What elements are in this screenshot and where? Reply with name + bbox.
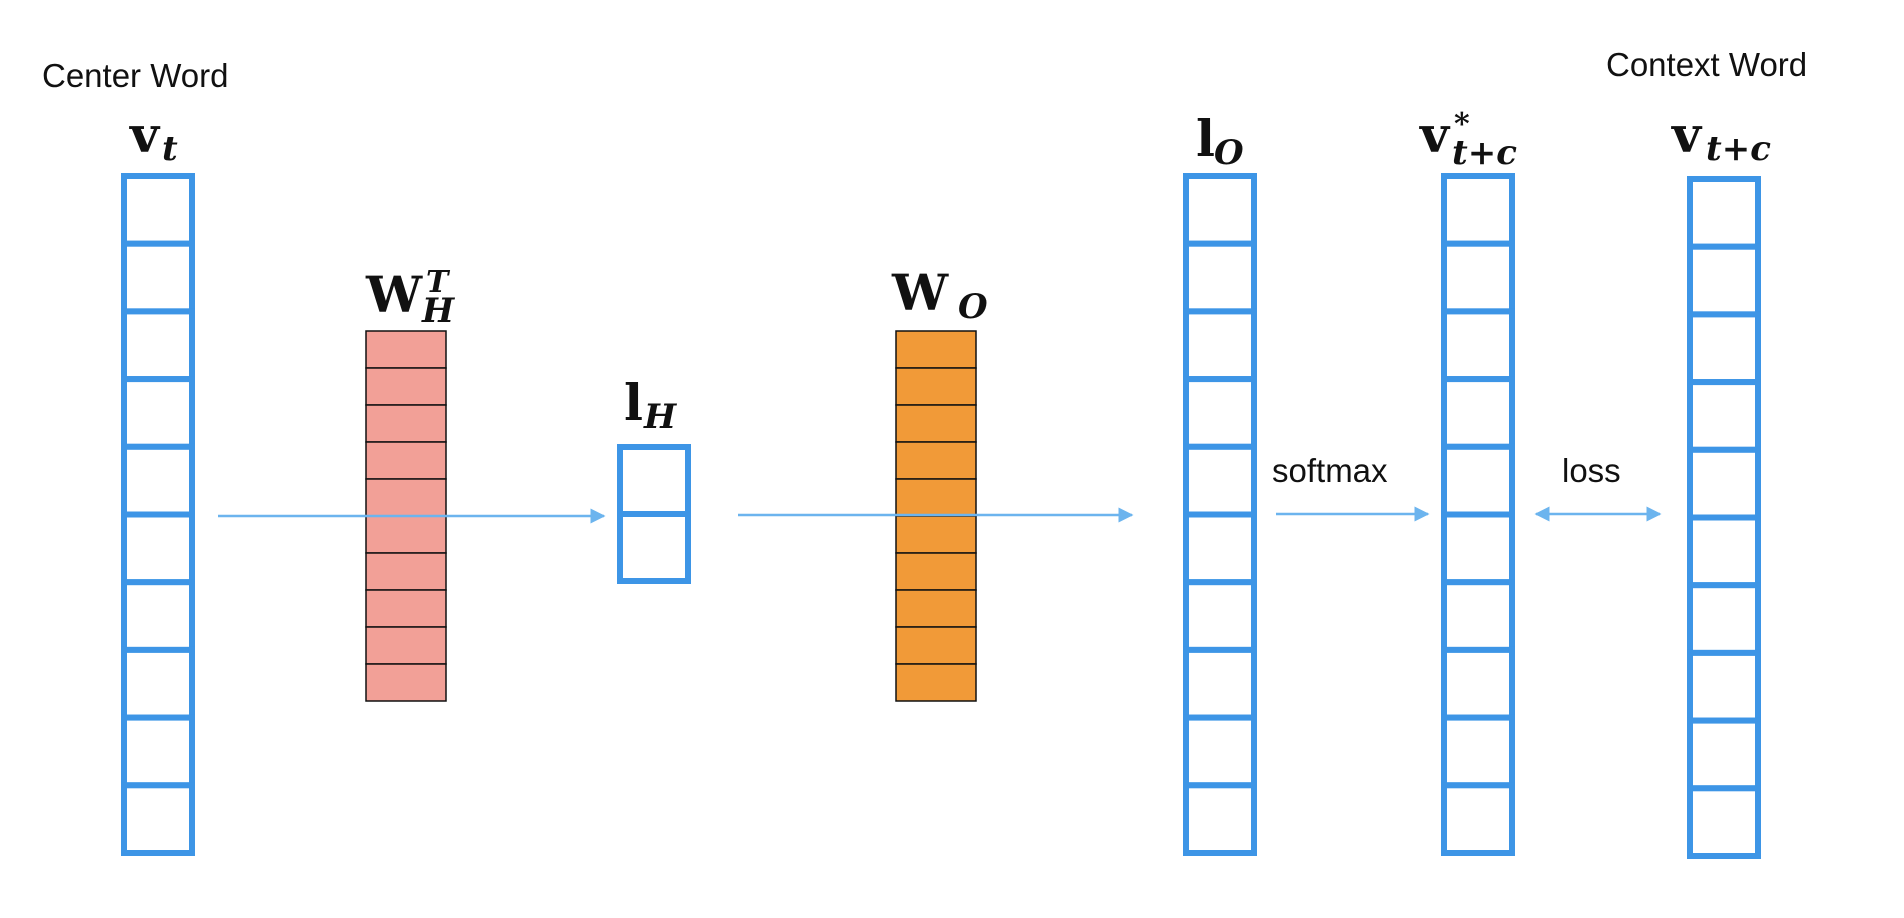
- softmax-label: softmax: [1272, 452, 1388, 489]
- context-vector-cell: [1687, 243, 1761, 318]
- predicted-vector-cell: [1441, 173, 1515, 247]
- predicted-vector-cell: [1441, 646, 1515, 721]
- svg-text:t+c: t+c: [1706, 129, 1771, 169]
- predicted-vector-cell: [1441, 579, 1515, 653]
- svg-text:l: l: [624, 373, 643, 432]
- output-weight-cell: [895, 330, 977, 369]
- svg-text:H: H: [643, 397, 678, 437]
- hidden-weight-cell: [365, 552, 447, 591]
- output-weight-matrix: [895, 330, 977, 702]
- svg-text:W: W: [365, 265, 423, 324]
- context-vector-cell: [1687, 514, 1761, 589]
- output-weight-cell: [895, 552, 977, 591]
- svg-text:v: v: [1419, 105, 1451, 164]
- output-vector-cell: [1183, 511, 1257, 586]
- svg-text:H: H: [421, 291, 456, 331]
- output-vector-cell: [1183, 240, 1257, 315]
- hidden-weight-cell: [365, 367, 447, 406]
- svg-text:T: T: [426, 265, 451, 300]
- context-vector-cell: [1687, 785, 1761, 859]
- symbol-v-t-plus-c: v t+c: [1671, 105, 1771, 169]
- svg-text:O: O: [958, 287, 988, 327]
- hidden-weight-cell: [365, 404, 447, 443]
- predicted-vector-cell: [1441, 376, 1515, 450]
- predicted-vector-cell: [1441, 240, 1515, 315]
- center-word-vector: [121, 173, 195, 856]
- output-weight-cell: [895, 441, 977, 480]
- hidden-weight-cell: [365, 330, 447, 369]
- output-vector-cell: [1183, 308, 1257, 383]
- center-vector-cell: [121, 782, 195, 856]
- predicted-vector-cell: [1441, 308, 1515, 383]
- hidden-weight-matrix: [365, 330, 447, 702]
- hidden-layer-vector: [617, 444, 691, 584]
- output-weight-cell: [895, 367, 977, 406]
- output-weight-cell: [895, 626, 977, 665]
- center-vector-cell: [121, 240, 195, 315]
- context-vector-cell: [1687, 582, 1761, 656]
- symbol-v-t: v t: [129, 105, 178, 169]
- symbol-v-star: v * t+c: [1419, 105, 1517, 173]
- center-vector-cell: [121, 376, 195, 450]
- center-vector-cell: [121, 308, 195, 383]
- context-word-caption: Context Word: [1606, 46, 1807, 83]
- hidden-weight-cell: [365, 589, 447, 628]
- output-vector-cell: [1183, 579, 1257, 653]
- output-weight-cell: [895, 663, 977, 702]
- output-vector-cell: [1183, 173, 1257, 247]
- center-vector-cell: [121, 443, 195, 518]
- context-vector-cell: [1687, 379, 1761, 453]
- context-vector-cell: [1687, 446, 1761, 521]
- svg-text:l: l: [1196, 109, 1215, 168]
- center-vector-cell: [121, 579, 195, 653]
- symbol-l-h: l H: [624, 373, 678, 437]
- hidden-weight-cell: [365, 663, 447, 702]
- hidden-weight-cell: [365, 478, 447, 517]
- predicted-vector-cell: [1441, 714, 1515, 789]
- predicted-vector-cell: [1441, 782, 1515, 856]
- center-word-caption: Center Word: [42, 57, 228, 94]
- predicted-vector-cell: [1441, 511, 1515, 586]
- output-vector-cell: [1183, 782, 1257, 856]
- center-vector-cell: [121, 714, 195, 789]
- predicted-vector-cell: [1441, 443, 1515, 518]
- svg-text:v: v: [1671, 105, 1703, 164]
- context-vector-cell: [1687, 717, 1761, 792]
- context-vector-cell: [1687, 649, 1761, 724]
- symbol-w-o: W O: [891, 263, 988, 327]
- context-word-vector: [1687, 176, 1761, 859]
- symbol-w-h-transpose: W T H: [365, 265, 456, 331]
- output-layer-vector: [1183, 173, 1257, 856]
- loss-label: loss: [1562, 452, 1621, 489]
- hidden-weight-cell: [365, 515, 447, 554]
- output-vector-cell: [1183, 714, 1257, 789]
- svg-text:v: v: [129, 105, 161, 164]
- center-vector-cell: [121, 646, 195, 721]
- symbol-l-o: l O: [1196, 109, 1244, 173]
- center-vector-cell: [121, 511, 195, 586]
- output-weight-cell: [895, 589, 977, 628]
- context-vector-cell: [1687, 176, 1761, 250]
- svg-text:W: W: [891, 263, 949, 322]
- output-weight-cell: [895, 515, 977, 554]
- output-vector-cell: [1183, 443, 1257, 518]
- hidden-weight-cell: [365, 441, 447, 480]
- predicted-context-vector: [1441, 173, 1515, 856]
- output-vector-cell: [1183, 376, 1257, 450]
- svg-text:t+c: t+c: [1452, 133, 1517, 173]
- svg-text:O: O: [1214, 133, 1244, 173]
- output-weight-cell: [895, 404, 977, 443]
- svg-text:*: *: [1454, 107, 1470, 142]
- hidden-vector-cell: [617, 444, 691, 517]
- center-vector-cell: [121, 173, 195, 247]
- output-vector-cell: [1183, 646, 1257, 721]
- svg-text:t: t: [162, 129, 178, 169]
- hidden-vector-cell: [617, 511, 691, 584]
- context-vector-cell: [1687, 311, 1761, 386]
- output-weight-cell: [895, 478, 977, 517]
- hidden-weight-cell: [365, 626, 447, 665]
